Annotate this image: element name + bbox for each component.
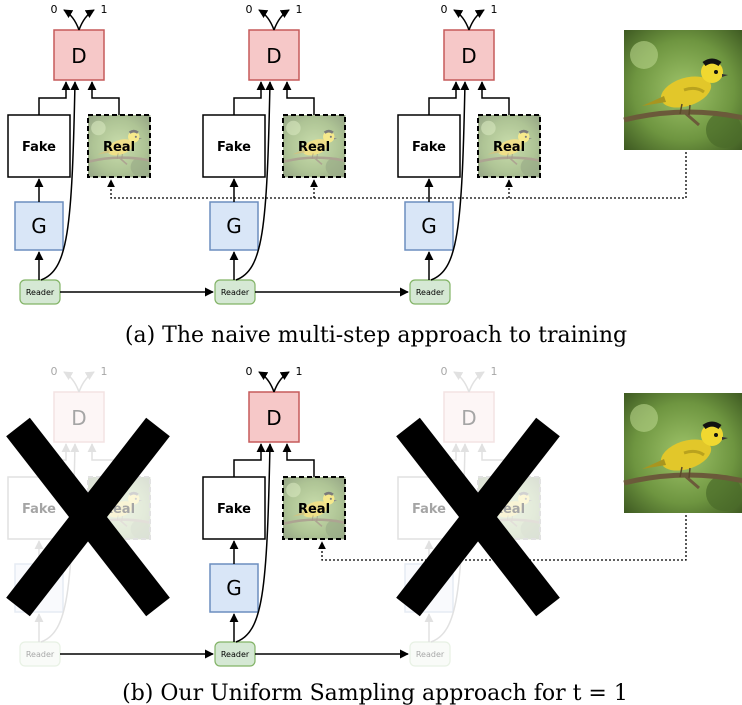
- discriminator-box: [53, 29, 105, 81]
- reader-box: [409, 279, 451, 305]
- out0-arrow: [63, 9, 80, 31]
- real-to-d-arrow: [282, 443, 315, 477]
- cross-mark: [6, 417, 170, 617]
- fake-to-d-arrow: [428, 81, 461, 115]
- discriminator-label: D: [71, 44, 86, 68]
- out0-label: 0: [441, 3, 448, 16]
- out1-label: 1: [491, 3, 498, 16]
- real-to-d-arrow: [477, 81, 510, 115]
- discriminator-box: [53, 391, 105, 443]
- bird-image: [624, 393, 742, 513]
- out0-arrow: [258, 371, 275, 393]
- out1-label: 1: [491, 365, 498, 378]
- generator-box: [209, 201, 259, 251]
- real-label: Real: [298, 502, 330, 517]
- discriminator-label: D: [266, 406, 281, 430]
- out0-label: 0: [441, 365, 448, 378]
- out0-arrow: [63, 371, 80, 393]
- fake-label: Fake: [217, 502, 251, 517]
- out1-arrow: [78, 9, 95, 31]
- out1-label: 1: [296, 3, 303, 16]
- reader-box: [409, 641, 451, 667]
- cross-stroke: [396, 417, 560, 617]
- generator-label: G: [226, 576, 242, 600]
- fake-to-d-arrow: [233, 81, 266, 115]
- generator-label: G: [226, 214, 242, 238]
- real-box: [282, 476, 346, 540]
- out1-arrow: [273, 371, 290, 393]
- reader-label: Reader: [26, 650, 55, 659]
- real-to-d-arrow: [87, 81, 120, 115]
- reader-label: Reader: [416, 288, 445, 297]
- out1-arrow: [468, 371, 485, 393]
- fake-box: [202, 114, 266, 178]
- real-source-image: [624, 393, 742, 513]
- out0-label: 0: [246, 3, 253, 16]
- discriminator-label: D: [266, 44, 281, 68]
- reader-to-d-arrow: [235, 81, 275, 281]
- out1-label: 1: [296, 365, 303, 378]
- generator-box: [404, 201, 454, 251]
- reader-label: Reader: [221, 288, 250, 297]
- cross-stroke: [6, 417, 170, 617]
- caption-a: (a) The naive multi-step approach to tra…: [125, 323, 627, 348]
- discriminator-label: D: [461, 406, 476, 430]
- reader-to-d-arrow: [40, 81, 80, 281]
- out0-label: 0: [51, 3, 58, 16]
- reader-to-d-arrow: [430, 81, 470, 281]
- out0-arrow: [258, 9, 275, 31]
- fake-label: Fake: [217, 140, 251, 155]
- real-label: Real: [493, 140, 525, 155]
- real-feed-line: [318, 515, 687, 561]
- fake-label: Fake: [22, 502, 56, 517]
- fake-to-d-arrow: [233, 443, 266, 477]
- generator-label: G: [31, 214, 47, 238]
- out1-arrow: [78, 371, 95, 393]
- out1-arrow: [468, 9, 485, 31]
- reader-to-d-arrow: [235, 443, 275, 643]
- real-source-image: [624, 30, 742, 150]
- fake-box: [397, 114, 461, 178]
- fake-label: Fake: [412, 502, 446, 517]
- discriminator-box: [443, 391, 495, 443]
- real-box: [87, 114, 151, 178]
- fake-to-d-arrow: [38, 81, 71, 115]
- real-box: [282, 114, 346, 178]
- out1-label: 1: [101, 3, 108, 16]
- reader-label: Reader: [26, 288, 55, 297]
- real-box: [477, 114, 541, 178]
- reader-label: Reader: [416, 650, 445, 659]
- discriminator-label: D: [71, 406, 86, 430]
- bird-image: [624, 30, 742, 150]
- real-label: Real: [298, 140, 330, 155]
- real-label: Real: [103, 140, 135, 155]
- cross-mark: [396, 417, 560, 617]
- caption-b: (b) Our Uniform Sampling approach for t …: [122, 681, 628, 705]
- discriminator-box: [248, 29, 300, 81]
- out1-arrow: [273, 9, 290, 31]
- out0-arrow: [453, 371, 470, 393]
- reader-label: Reader: [221, 650, 250, 659]
- discriminator-label: D: [461, 44, 476, 68]
- out0-label: 0: [246, 365, 253, 378]
- real-feed-line: [107, 152, 687, 199]
- fake-label: Fake: [22, 140, 56, 155]
- real-to-d-arrow: [282, 81, 315, 115]
- discriminator-box: [443, 29, 495, 81]
- out0-label: 0: [51, 365, 58, 378]
- generator-label: G: [421, 214, 437, 238]
- fake-label: Fake: [412, 140, 446, 155]
- panel-b: D01FakeRealGReaderD01FakeRealGReaderD01F…: [6, 365, 742, 667]
- out1-label: 1: [101, 365, 108, 378]
- out0-arrow: [453, 9, 470, 31]
